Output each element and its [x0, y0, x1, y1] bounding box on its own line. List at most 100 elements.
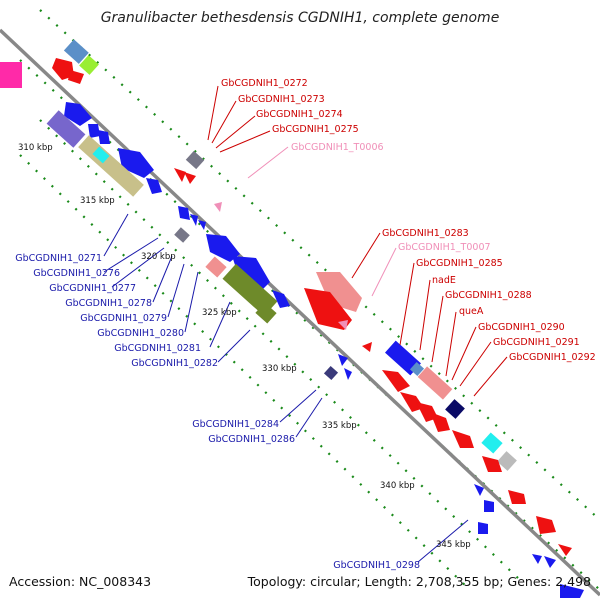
- leader-lines-pink: [247, 146, 397, 297]
- tick-label: 315 kbp: [80, 196, 115, 206]
- gene-label: GbCGDNIH1_T0007: [398, 242, 491, 253]
- reverse-genes: [46, 102, 584, 598]
- gene-label: GbCGDNIH1_0272: [221, 78, 308, 89]
- gene-arrow: [214, 202, 222, 212]
- gene-arrow: [304, 288, 352, 330]
- gene-arrow: [478, 522, 488, 534]
- gene-arrow: [532, 554, 542, 564]
- gene-block: [185, 150, 205, 170]
- gene-label: GbCGDNIH1_0281: [114, 343, 201, 354]
- gene-arrow: [362, 342, 372, 352]
- gene-block: [323, 365, 339, 381]
- gene-arrow: [484, 500, 494, 512]
- gene-arrow: [558, 544, 572, 556]
- gene-block: [174, 227, 190, 243]
- tick-label: 310 kbp: [18, 143, 53, 153]
- gene-labels-top: GbCGDNIH1_0272 GbCGDNIH1_0273 GbCGDNIH1_…: [221, 78, 596, 363]
- gene-label: GbCGDNIH1_0290: [478, 322, 565, 333]
- gene-label: GbCGDNIH1_0279: [80, 313, 167, 324]
- gene-label: GbCGDNIH1_0291: [493, 337, 580, 348]
- gene-label: queA: [459, 306, 484, 317]
- gene-arrow: [232, 256, 270, 294]
- guide-lines: [19, 9, 600, 591]
- gene-arrow: [206, 234, 240, 262]
- gene-arrow: [64, 102, 92, 126]
- gene-block: [0, 62, 22, 88]
- gene-block: [78, 135, 144, 197]
- gene-label: GbCGDNIH1_0292: [509, 352, 596, 363]
- gene-arrow: [400, 392, 424, 412]
- gene-label: GbCGDNIH1_0273: [238, 94, 325, 105]
- gene-label: nadE: [432, 275, 456, 286]
- gene-labels-bottom: GbCGDNIH1_0271 GbCGDNIH1_0276 GbCGDNIH1_…: [15, 253, 420, 571]
- gene-arrow: [98, 130, 110, 144]
- kbp-ticks: 310 kbp 315 kbp 320 kbp 325 kbp 330 kbp …: [18, 143, 471, 550]
- tick-label: 320 kbp: [141, 252, 176, 262]
- leader-lines-bottom: [103, 213, 469, 563]
- accession-text: Accession: NC_008343: [9, 574, 152, 589]
- gene-arrow: [88, 124, 100, 138]
- gene-label: GbCGDNIH1_0298: [333, 560, 420, 571]
- gene-label: GbCGDNIH1_0274: [256, 109, 343, 120]
- gene-arrow: [190, 214, 198, 226]
- gene-arrow: [338, 320, 348, 330]
- tick-label: 345 kbp: [436, 540, 471, 550]
- tick-label: 325 kbp: [202, 308, 237, 318]
- gene-block: [92, 146, 110, 164]
- gene-block: [46, 110, 86, 148]
- gene-block: [255, 302, 277, 324]
- gene-block: [205, 256, 227, 278]
- gene-block: [79, 55, 99, 75]
- gene-block: [63, 39, 89, 64]
- gene-arrow: [272, 290, 290, 308]
- gene-arrow: [474, 484, 484, 496]
- gene-label: GbCGDNIH1_0288: [445, 290, 532, 301]
- gene-label: GbCGDNIH1_0284: [192, 419, 279, 430]
- gene-arrow: [430, 412, 450, 432]
- gene-arrow: [536, 516, 556, 534]
- gene-arrow: [118, 148, 154, 178]
- gene-block: [417, 366, 453, 400]
- gene-arrow: [316, 272, 362, 312]
- gene-label: GbCGDNIH1_0282: [131, 358, 218, 369]
- gene-arrow: [146, 178, 162, 194]
- gene-arrow: [174, 168, 186, 182]
- gene-block: [385, 340, 421, 376]
- gene-label: GbCGDNIH1_0280: [97, 328, 184, 339]
- gene-arrow: [544, 556, 556, 568]
- gene-arrow: [344, 368, 352, 380]
- gene-label: GbCGDNIH1_0275: [272, 124, 359, 135]
- gene-arrow: [508, 490, 526, 504]
- tick-label: 335 kbp: [322, 421, 357, 431]
- gene-arrow: [68, 70, 84, 84]
- gene-arrow: [184, 172, 196, 184]
- gene-label: GbCGDNIH1_0278: [65, 298, 152, 309]
- gene-arrow: [52, 58, 74, 80]
- gene-block: [481, 432, 503, 454]
- gene-block: [497, 451, 517, 471]
- gene-label: GbCGDNIH1_0277: [49, 283, 136, 294]
- gene-label: GbCGDNIH1_0276: [33, 268, 120, 279]
- tick-label: 330 kbp: [262, 364, 297, 374]
- gene-arrow: [382, 370, 410, 392]
- gene-label: GbCGDNIH1_0271: [15, 253, 102, 264]
- gene-arrow: [452, 430, 474, 448]
- gene-block: [222, 263, 278, 317]
- map-title: Granulibacter bethesdensis CGDNIH1, comp…: [100, 10, 500, 26]
- backbone: [0, 28, 600, 597]
- gene-arrow: [338, 354, 348, 366]
- gene-block: [445, 399, 465, 419]
- gene-block: [409, 361, 425, 377]
- gene-label: GbCGDNIH1_0286: [208, 434, 295, 445]
- gene-arrow: [482, 456, 502, 472]
- gene-label: GbCGDNIH1_0285: [416, 258, 503, 269]
- forward-genes: [0, 39, 572, 556]
- tick-label: 340 kbp: [380, 481, 415, 491]
- gene-label: GbCGDNIH1_T0006: [291, 142, 384, 153]
- genome-summary-text: Topology: circular; Length: 2,708,355 bp…: [247, 574, 591, 589]
- gene-arrow: [198, 220, 206, 230]
- gene-arrow: [560, 584, 584, 598]
- gene-label: GbCGDNIH1_0283: [382, 228, 469, 239]
- leader-lines-top: [207, 85, 508, 397]
